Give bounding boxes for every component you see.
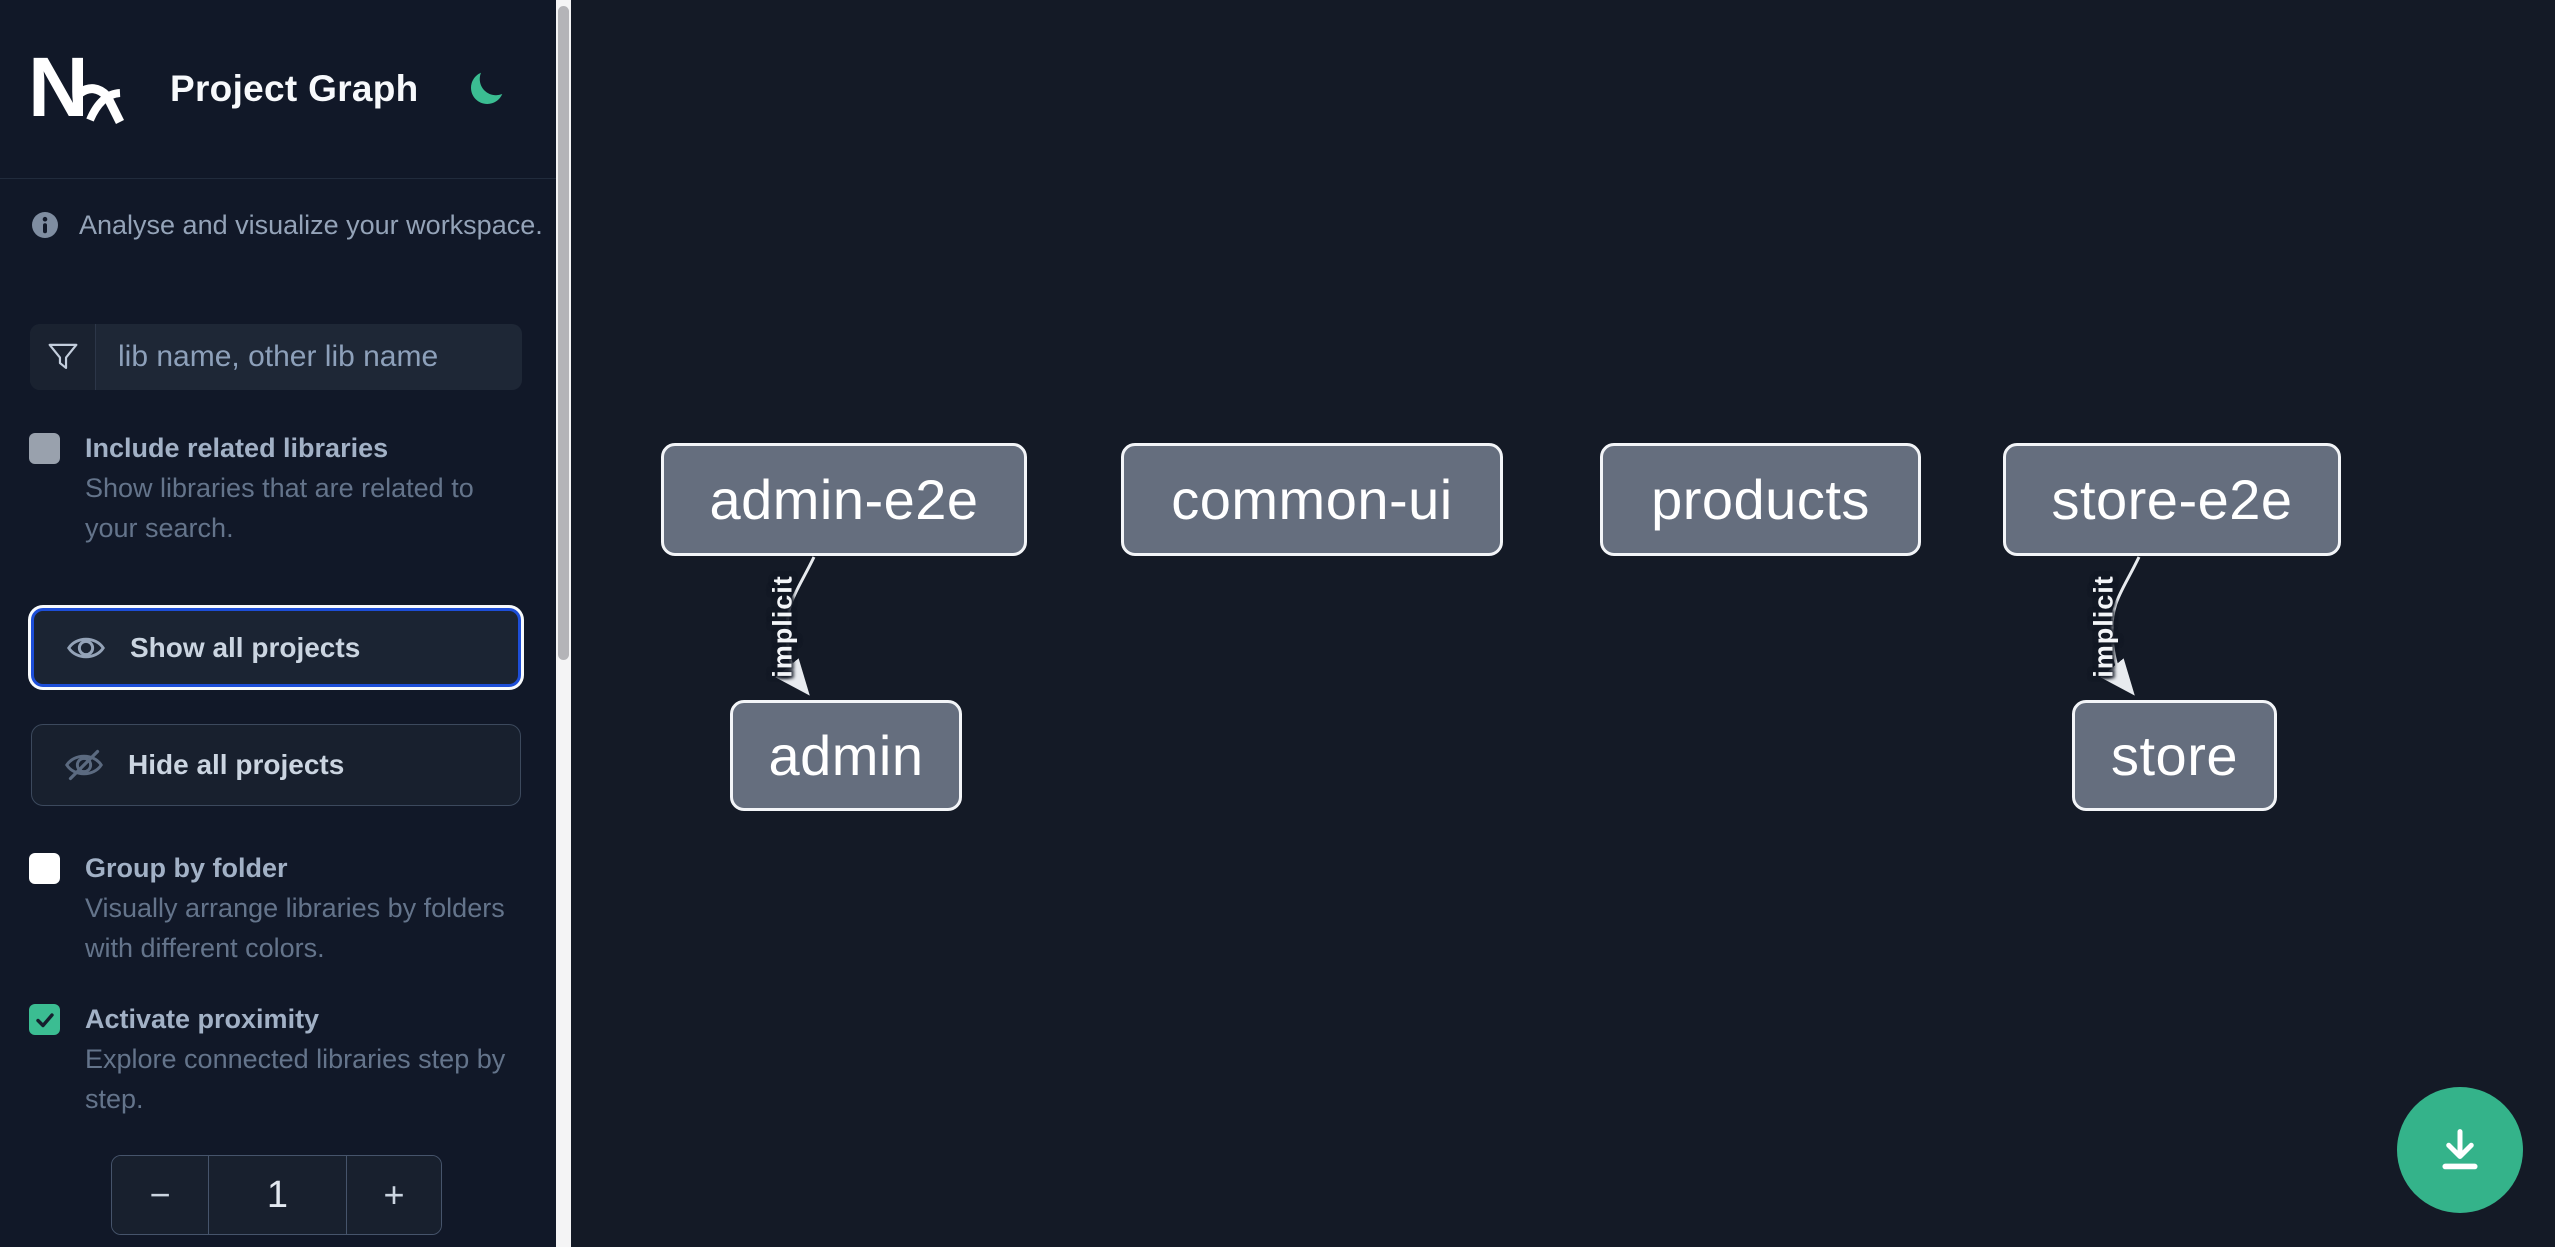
filter-input[interactable] — [96, 324, 522, 390]
node-admin[interactable]: admin — [730, 700, 962, 811]
sidebar-header: N Project Graph — [0, 0, 556, 179]
checkmark-icon — [35, 1012, 54, 1027]
toggle-activate-proximity: Activate proximity Explore connected lib… — [29, 999, 505, 1119]
group-by-folder-checkbox[interactable] — [29, 853, 60, 884]
include-related-label[interactable]: Include related libraries — [85, 433, 389, 463]
toggle-group-by-folder: Group by folder Visually arrange librari… — [29, 848, 505, 968]
sidebar: N Project Graph Analyse and visualize yo… — [0, 0, 571, 1247]
toggle-include-related: Include related libraries Show libraries… — [29, 428, 499, 548]
eye-icon — [67, 637, 105, 658]
proximity-depth-stepper: − 1 + — [111, 1155, 442, 1235]
activate-proximity-checkbox[interactable] — [29, 1004, 60, 1035]
node-common-ui[interactable]: common-ui — [1121, 443, 1503, 556]
filter-box — [30, 324, 522, 390]
hide-all-projects-button[interactable]: Hide all projects — [31, 724, 521, 806]
download-icon — [2442, 1129, 2478, 1170]
stepper-value: 1 — [208, 1156, 347, 1234]
group-by-folder-label[interactable]: Group by folder — [85, 853, 288, 883]
increment-button[interactable]: + — [347, 1156, 441, 1234]
nx-logo: N — [28, 45, 124, 129]
hide-all-projects-label: Hide all projects — [128, 749, 345, 780]
node-store-e2e[interactable]: store-e2e — [2003, 443, 2341, 556]
nx-logo-swoosh — [77, 84, 124, 125]
show-all-projects-label: Show all projects — [130, 631, 361, 663]
node-store[interactable]: store — [2072, 700, 2277, 811]
tagline: Analyse and visualize your workspace. — [31, 205, 543, 245]
nx-logo-n: N — [28, 40, 89, 134]
include-related-description: Show libraries that are related to your … — [85, 473, 474, 543]
node-products[interactable]: products — [1600, 443, 1921, 556]
edge-store-e2e-store — [2100, 556, 2141, 696]
graph-canvas[interactable]: admin-e2e common-ui products store-e2e a… — [571, 0, 2555, 1247]
dependency-edges — [775, 556, 2141, 696]
decrement-button[interactable]: − — [112, 1156, 208, 1234]
info-icon — [32, 212, 58, 238]
node-admin-e2e[interactable]: admin-e2e — [661, 443, 1027, 556]
scrollbar-thumb[interactable] — [558, 6, 569, 660]
group-by-folder-description: Visually arrange libraries by folders wi… — [85, 893, 505, 963]
page-title: Project Graph — [170, 68, 419, 109]
show-all-projects-button[interactable]: Show all projects — [31, 608, 521, 687]
activate-proximity-label[interactable]: Activate proximity — [85, 1004, 320, 1034]
include-related-checkbox[interactable] — [29, 433, 60, 464]
activate-proximity-description: Explore connected libraries step by step… — [85, 1044, 506, 1114]
download-graph-button[interactable] — [2397, 1087, 2523, 1213]
funnel-icon — [30, 324, 96, 390]
edge-admin-e2e-admin — [775, 556, 816, 696]
sidebar-scrollbar[interactable] — [556, 0, 571, 1247]
theme-toggle-button[interactable] — [464, 67, 508, 111]
eye-slash-icon — [65, 749, 103, 781]
moon-icon — [471, 72, 503, 104]
tagline-text: Analyse and visualize your workspace. — [79, 209, 543, 240]
